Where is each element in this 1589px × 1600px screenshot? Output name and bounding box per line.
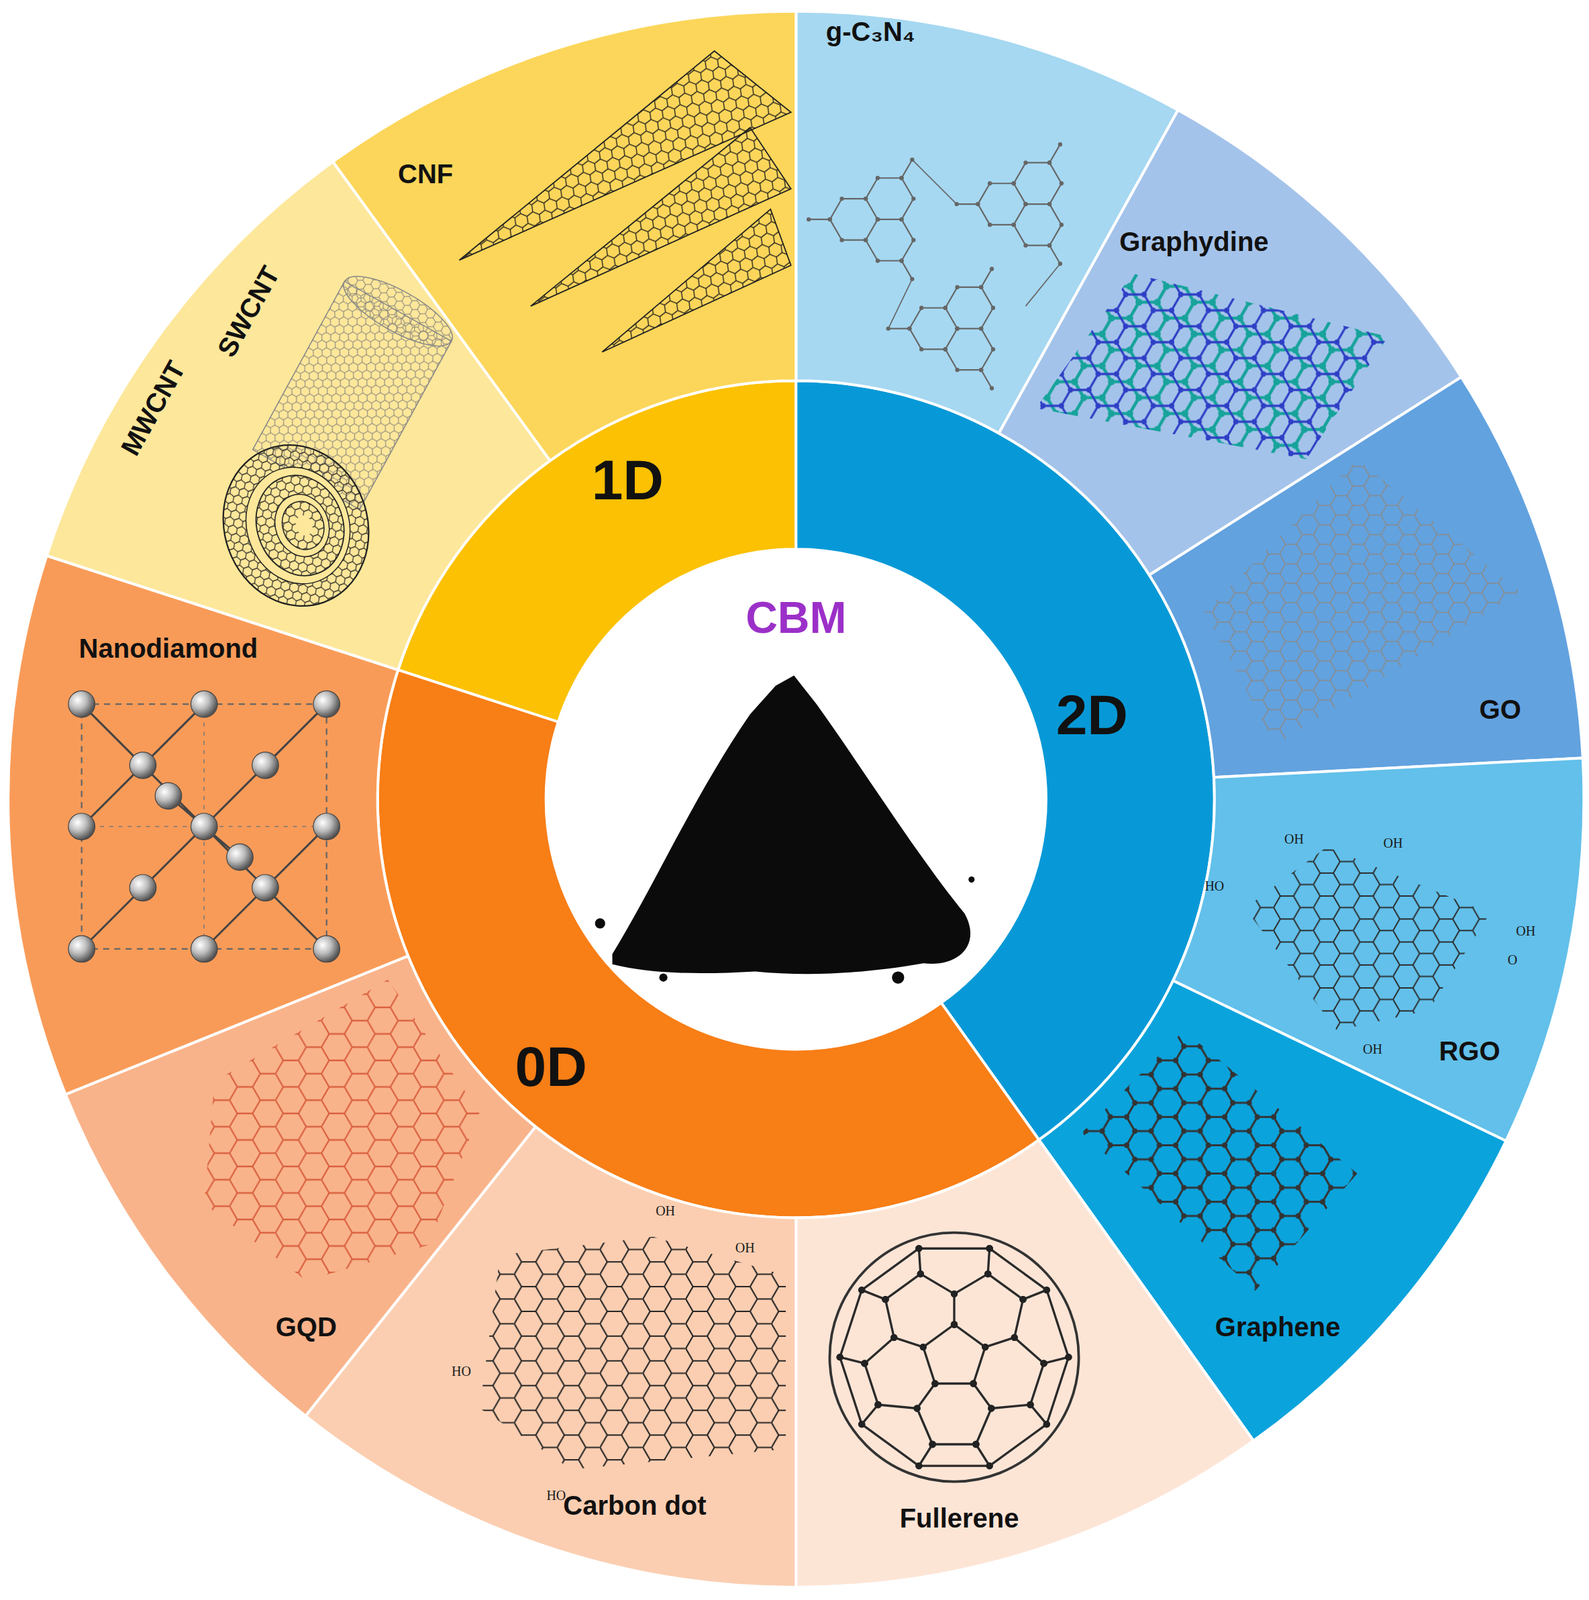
material-sector-shape bbox=[302, 1123, 800, 1590]
material-label: MWCNT bbox=[116, 356, 190, 460]
material-sector: RGO bbox=[1170, 754, 1587, 1145]
material-sector-shape bbox=[793, 8, 1182, 437]
material-label: CNF bbox=[397, 160, 453, 188]
functional-group: OH bbox=[1284, 832, 1304, 846]
dimension-label: 2D bbox=[1056, 686, 1129, 743]
material-sector-fill bbox=[1149, 377, 1583, 778]
dimension-band: 2D bbox=[793, 377, 1218, 1143]
material-label: Carbon dot bbox=[562, 1491, 706, 1519]
material-sector-fill bbox=[332, 11, 796, 461]
dimension-label: CBM bbox=[745, 595, 847, 640]
center-circle-fill bbox=[546, 548, 1047, 1049]
material-sector-fill bbox=[305, 1126, 796, 1587]
carbon-dot-structure bbox=[479, 1236, 786, 1470]
mwcnt-gap bbox=[229, 452, 366, 599]
material-label: GQD bbox=[275, 1313, 337, 1341]
material-sector: Graphydine bbox=[995, 106, 1465, 578]
powder-grain bbox=[658, 972, 668, 982]
material-sector: Nanodiamond bbox=[5, 552, 412, 1098]
material-sector: Fullerene bbox=[793, 1136, 1257, 1590]
mwcnt-wall bbox=[242, 463, 358, 589]
material-label: Graphene bbox=[1215, 1313, 1341, 1341]
dimension-band: 1D bbox=[395, 377, 800, 725]
mwcnt-gap bbox=[266, 486, 339, 565]
material-sector-fill bbox=[999, 110, 1462, 576]
material-sector: Carbon dot bbox=[302, 1123, 800, 1590]
material-sector: Graphene bbox=[1036, 977, 1510, 1444]
functional-group: HO bbox=[1204, 879, 1224, 893]
functional-group: OH bbox=[655, 1203, 676, 1218]
functional-group: OH bbox=[1383, 836, 1404, 850]
mwcnt-wall bbox=[275, 495, 331, 555]
material-sector: CNF bbox=[330, 8, 800, 464]
material-label: Nanodiamond bbox=[79, 634, 259, 662]
functional-group: OH bbox=[1515, 924, 1536, 938]
material-sector: SWCNT MWCNT bbox=[43, 158, 553, 674]
material-sector-shape bbox=[330, 8, 800, 464]
material-sector: GQD bbox=[62, 952, 539, 1419]
powder-grain bbox=[595, 917, 606, 929]
material-label: RGO bbox=[1438, 1037, 1500, 1065]
material-label: SWCNT bbox=[212, 261, 284, 362]
dimension-band-shape bbox=[374, 667, 1043, 1221]
dimension-band: 0D bbox=[374, 667, 1043, 1221]
functional-group: O bbox=[1507, 952, 1518, 967]
material-label: GO bbox=[1479, 695, 1522, 723]
dimension-label: 1D bbox=[591, 451, 664, 508]
material-sector-fill bbox=[795, 1139, 1254, 1587]
material-sector-shape bbox=[43, 158, 553, 674]
functional-group: HO bbox=[451, 1364, 472, 1378]
material-sector-shape bbox=[793, 1136, 1257, 1590]
material-sector-shape bbox=[62, 952, 539, 1419]
functional-group: OH bbox=[1362, 1042, 1383, 1056]
material-sector-shape bbox=[995, 106, 1465, 578]
mwcnt-core bbox=[293, 513, 316, 539]
dimension-band-shape bbox=[395, 377, 800, 725]
dimension-band-shape bbox=[793, 377, 1218, 1143]
material-label: g-C₃N₄ bbox=[826, 18, 916, 45]
functional-group: OH bbox=[735, 1240, 755, 1255]
material-sector: GO bbox=[1146, 373, 1586, 781]
center-circle: CBM bbox=[542, 546, 1049, 1053]
functional-group: HO bbox=[546, 1488, 566, 1502]
dimension-label: 0D bbox=[515, 1038, 588, 1095]
material-sector: g-C₃N₄ bbox=[793, 8, 1182, 437]
powder-grain bbox=[968, 876, 975, 883]
material-label: Fullerene bbox=[899, 1504, 1020, 1532]
material-label: Graphydine bbox=[1119, 228, 1269, 255]
material-sector-shape bbox=[1170, 754, 1587, 1145]
powder-grain bbox=[891, 970, 904, 984]
material-sector-shape bbox=[1036, 977, 1510, 1444]
